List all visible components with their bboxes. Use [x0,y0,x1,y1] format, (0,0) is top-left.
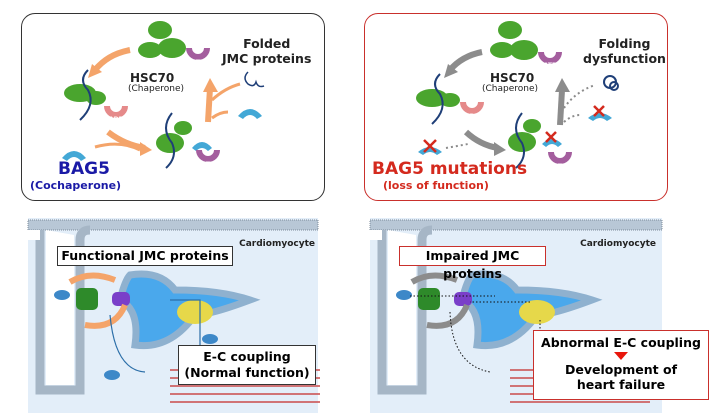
red-down-arrow-icon [614,352,628,360]
cycle-arrow-icon [557,89,565,126]
mutant-bag5-icon [418,147,442,155]
serca-pump-icon [177,300,213,324]
sarcolemma [369,219,663,231]
ca-ion-icon [396,290,412,300]
ec-line2: Development of [564,362,678,377]
functional-jmc-box: Functional JMC proteins [57,246,233,266]
atp-label: ATP [202,161,215,168]
atp-top-icon [186,48,210,60]
cycle-arrow-icon [205,87,213,123]
arrowhead-icon [88,64,102,78]
ec-line1: E-C coupling [203,349,291,364]
ltcc-channel-icon [112,292,130,306]
cell-label: Cardiomyocyte [580,239,656,249]
outcome-line1: Folding [598,36,651,51]
bag5-mutations-title: BAG5 mutations [372,159,528,179]
bag5-mutations-subtitle: (loss of function) [383,179,489,192]
outcome-label: Folding dysfunction [583,36,666,66]
ec-coupling-box: E-C coupling (Normal function) [178,345,316,385]
inner-cell-region [46,230,74,385]
dotted-arrow-icon [563,84,596,109]
abnormal-ec-box: Abnormal E-C coupling Development of hea… [533,330,709,400]
ryr-channel-icon [418,288,440,310]
ltcc-channel-icon [454,292,472,306]
outcome-line1: Folded [243,36,291,51]
outcome-label: Folded JMC proteins [222,36,311,66]
t-tubule [377,225,433,395]
release-arrow-icon [211,110,229,120]
dotted-flow-arrow [410,295,541,373]
x-mark-icon [545,131,557,143]
bag5-title: BAG5 [58,159,110,179]
hsc70-sub-label: (Chaperone) [128,84,185,94]
recycle-arrow-icon [410,272,470,329]
arrowhead-icon [140,142,152,156]
ca-ion-icon [54,290,70,300]
hsc70-sub-label: (Chaperone) [482,84,539,94]
ryr-channel-icon [76,288,98,310]
recycle-arrow-icon [68,272,128,329]
cycle-arrow-icon [463,129,499,151]
hsc70-atp-bag5-complex-icon: ATP [156,112,220,169]
arrowhead-icon [444,64,458,78]
right-top-panel [364,13,668,201]
ca-flow-arrow [109,314,146,373]
arrowhead-icon [494,142,506,156]
arrowhead-icon [555,78,570,92]
hsc70-protein-icon [490,21,538,60]
adp-label: ADP [465,113,480,120]
cell-label: Cardiomyocyte [239,239,315,249]
released-mutant-bag5-icon [588,113,612,121]
ca-ion-icon [104,370,120,380]
atp-label: ATP [192,59,205,66]
left-chaperone-cycle: ATP ADP ATP [62,21,265,169]
atp-label: ATP [554,163,567,170]
released-bag5-icon [238,109,262,119]
cycle-arrow-icon [94,142,141,152]
adp-icon [104,106,128,118]
atp-top-icon [538,52,562,64]
ec-line3: heart failure [576,377,666,392]
x-mark-icon [593,105,605,117]
dotted-arrow-icon [445,143,469,149]
atp-label: ATP [544,62,557,69]
release-arrow-icon [210,82,241,102]
ca-flow-arrow [170,299,201,345]
hsc70-label: HSC70 [130,71,175,85]
outcome-line2: JMC proteins [222,51,312,66]
hsc70-atp-complex-icon: ATP [508,112,572,170]
left-top-panel [21,13,325,201]
cycle-arrow-icon [447,49,483,73]
dotted-arrow-icon [563,114,581,123]
misfolded-protein-icon [603,75,619,91]
cycle-arrow-icon [92,47,131,72]
folded-protein-icon [244,71,265,88]
ec-line1: Abnormal E-C coupling [541,335,701,350]
inner-cell-region [388,230,416,385]
hsc70-protein-icon [138,21,186,58]
adp-label: ADP [109,116,124,123]
adp-icon [460,102,484,114]
ec-line2: (Normal function) [184,365,310,380]
hsc70-label: HSC70 [490,71,535,85]
outcome-line2: dysfunction [583,51,666,66]
bag5-subtitle: (Cochaperone) [30,179,122,192]
impaired-jmc-box: Impaired JMC proteins [399,246,546,281]
sarcolemma [27,219,319,231]
t-tubule [35,225,91,395]
ca-ion-icon [202,334,218,344]
bag5-icon [62,151,86,161]
serca-pump-icon [519,300,555,324]
arrowhead-icon [203,78,218,92]
hsc70-adp-complex-icon [416,73,460,125]
right-chaperone-cycle: ATP ADP ATP [416,21,619,170]
x-mark-icon [423,139,437,153]
hsc70-adp-complex-icon [64,69,106,121]
